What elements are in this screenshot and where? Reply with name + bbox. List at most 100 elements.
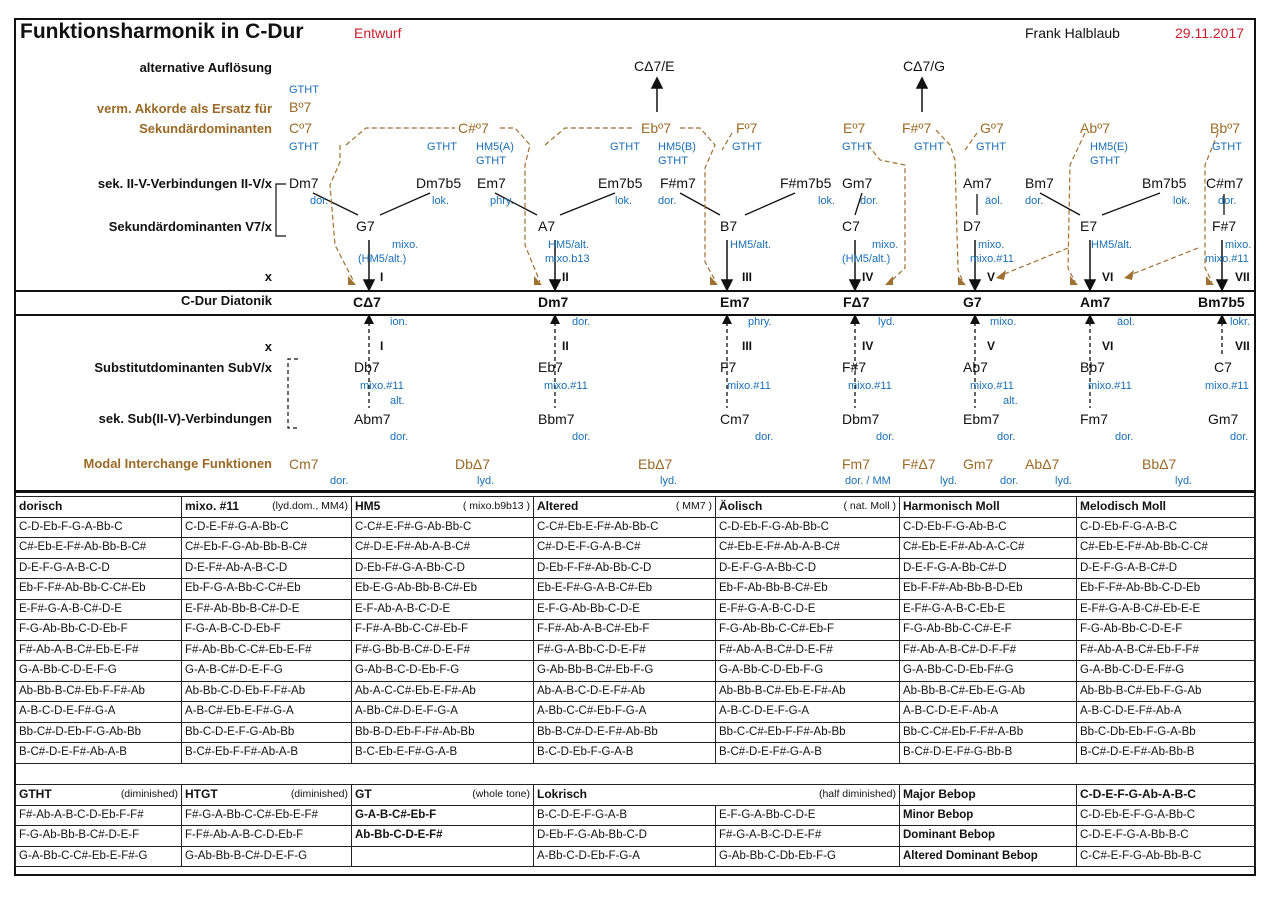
column-title: GT — [355, 787, 372, 802]
table-cell: Bb-C-Db-Eb-F-G-A-Bb — [1076, 721, 1256, 743]
table-cell: F-F#-Ab-A-B-C-D-Eb-F — [181, 825, 352, 847]
scale-note: HM5(A) — [476, 141, 514, 153]
table-cell: C-D-Eb-F-G-Ab-B-C — [899, 516, 1077, 538]
table-cell: G-A-Bb-C-C#-Eb-E-F#-G — [15, 845, 182, 867]
sub-ii-mode: dor. — [876, 431, 895, 443]
column-header: Lokrisch(half diminished) — [533, 784, 900, 806]
column-title: HM5 — [355, 499, 381, 514]
diatonic-chord: CΔ7 — [353, 294, 381, 310]
ii-chord: Bm7b5 — [1142, 175, 1187, 191]
sub-ii-mode: dor. — [755, 431, 774, 443]
degree-bottom: II — [562, 339, 569, 353]
modal-chord: F#Δ7 — [902, 456, 936, 472]
column-header: Äolisch( nat. Moll ) — [715, 496, 900, 518]
diatonic-top-rule — [14, 290, 1256, 292]
ii-mode: lok. — [615, 195, 633, 207]
bebop-name: Dominant Bebop — [899, 825, 1077, 847]
table-cell: Eb-F-G-A-Bb-C-C#-Eb — [181, 578, 352, 600]
v-chord: D7 — [963, 218, 981, 234]
sub-ii-chord: Ebm7 — [963, 411, 1000, 427]
ii-mode: lok. — [1173, 195, 1191, 207]
modal-mode: dor. / MM — [845, 475, 891, 487]
modal-mode: lyd. — [940, 475, 958, 487]
label-secondary-dominants-dim: Sekundärdominanten — [139, 121, 272, 136]
table-cell: D-E-F-G-A-Bb-C#-D — [899, 557, 1077, 579]
column-header: GT(whole tone) — [351, 784, 534, 806]
modal-mode: lyd. — [1055, 475, 1073, 487]
dim-chord: Cº7 — [289, 120, 313, 136]
sub-ii-chord: Cm7 — [720, 411, 750, 427]
page-title: Funktionsharmonik in C-Dur — [20, 20, 304, 43]
column-header: GTHT(diminished) — [15, 784, 182, 806]
table-cell: C-C#-E-F#-G-Ab-Bb-C — [351, 516, 534, 538]
table-cell — [351, 845, 534, 867]
table-cell: E-F#-G-A-B-C-Eb-E — [899, 598, 1077, 620]
scale-note: GTHT — [476, 155, 506, 167]
table-cell: Bb-C-D-E-F-G-Ab-Bb — [181, 721, 352, 743]
subv-chord: F7 — [720, 359, 737, 375]
column-header: dorisch — [15, 496, 182, 518]
dim-chord: Bº7 — [289, 99, 312, 115]
sub-ii-chord: Abm7 — [354, 411, 391, 427]
column-subtitle: ( mixo.b9b13 ) — [462, 500, 530, 513]
sub-ii-mode: dor. — [572, 431, 591, 443]
column-header: mixo. #11(lyd.dom., MM4) — [181, 496, 352, 518]
v-chord: B7 — [720, 218, 738, 234]
column-title: Altered — [537, 499, 579, 514]
sub-ii-mode: dor. — [997, 431, 1016, 443]
table-cell: D-Eb-F#-G-A-Bb-C-D — [351, 557, 534, 579]
column-subtitle: (lyd.dom., MM4) — [272, 500, 348, 513]
table-top-rule — [14, 490, 1256, 493]
diatonic-chord: FΔ7 — [843, 294, 870, 310]
label-x-top: x — [264, 269, 272, 284]
table-row: F#-Ab-A-B-C-D-Eb-F-F#F#-G-A-Bb-C-C#-Eb-E… — [15, 804, 1256, 826]
table-cell: Bb-B-C#-D-E-F#-Ab-Bb — [533, 721, 716, 743]
dim-chord: C#º7 — [458, 120, 489, 136]
scale-note: HM5(B) — [658, 141, 696, 153]
degree-bottom: V — [987, 339, 996, 353]
ii-mode: dor. — [658, 195, 677, 207]
v-mode: HM5/alt. — [548, 239, 589, 251]
diatonic-chord: G7 — [963, 294, 982, 310]
subv-mode: mixo.#11 — [1088, 380, 1132, 392]
ii-chord: F#m7b5 — [780, 175, 832, 191]
dim-chord: Abº7 — [1080, 120, 1111, 136]
v-chord: E7 — [1080, 218, 1098, 234]
modal-mode: lyd. — [477, 475, 495, 487]
ii-chord: Am7 — [963, 175, 992, 191]
v-mode: mixo. — [872, 239, 899, 251]
diatonic-mode: phry. — [748, 316, 772, 328]
diatonic-mode: dor. — [572, 316, 591, 328]
table-cell: D-E-F-G-A-B-C-D — [15, 557, 182, 579]
modal-mode: lyd. — [1175, 475, 1193, 487]
ii-chord: Em7b5 — [598, 175, 643, 191]
subv-mode: mixo.#11 — [848, 380, 892, 392]
bebop-name: Major Bebop — [899, 784, 1077, 806]
dim-chord: Ebº7 — [641, 120, 672, 136]
degree-top: VI — [1102, 270, 1114, 284]
table-cell: F#-Ab-A-B-C#-Eb-F-F# — [1076, 639, 1256, 661]
scale-note: GTHT — [732, 141, 762, 153]
degree-bottom: I — [380, 339, 384, 353]
subv-mode: mixo.#11 — [360, 380, 404, 392]
special-table-header: GTHT(diminished)HTGT(diminished)GT(whole… — [15, 784, 1256, 806]
table-cell: C#-Eb-E-F#-Ab-Bb-B-C# — [15, 537, 182, 559]
author-name: Frank Halblaub — [1025, 25, 1120, 41]
table-cell: C-D-Eb-F-G-Ab-Bb-C — [715, 516, 900, 538]
scale-note: GTHT — [976, 141, 1006, 153]
modal-chord: EbΔ7 — [638, 456, 673, 472]
subv-chord: Db7 — [354, 359, 380, 375]
diatonic-mode: mixo. — [990, 316, 1017, 328]
table-cell: B-C#-D-E-F#-G-Bb-B — [899, 742, 1077, 764]
table-cell: F#-Ab-A-B-C#-Eb-E-F# — [15, 639, 182, 661]
bebop-scale: C-C#-E-F-G-Ab-Bb-B-C — [1076, 845, 1256, 867]
modal-chord: Cm7 — [289, 456, 319, 472]
column-subtitle: (diminished) — [120, 788, 178, 801]
ii-chord: Dm7 — [289, 175, 319, 191]
subv-chord: C7 — [1214, 359, 1232, 375]
table-cell: B-C#-Eb-F-F#-Ab-A-B — [181, 742, 352, 764]
modal-chord: DbΔ7 — [455, 456, 491, 472]
